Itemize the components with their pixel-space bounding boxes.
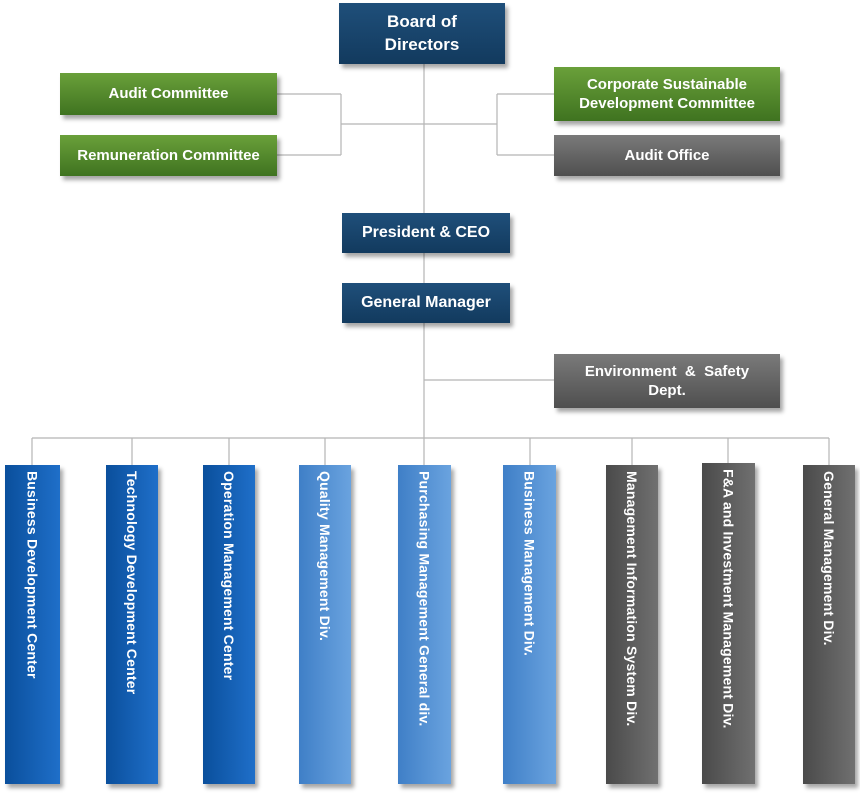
remuneration-committee-box: Remuneration Committee bbox=[60, 135, 277, 176]
division-box: F&A and Investment Management Div. bbox=[702, 463, 755, 784]
president-ceo-label: President & CEO bbox=[361, 223, 491, 241]
board-of-directors-box: Board of Directors bbox=[339, 3, 505, 64]
audit-office-box: Audit Office bbox=[554, 135, 780, 176]
audit-office-label: Audit Office bbox=[624, 146, 710, 164]
division-label: General Management Div. bbox=[821, 471, 837, 646]
division-box: General Management Div. bbox=[803, 465, 855, 784]
division-label: Technology Development Center bbox=[124, 471, 140, 695]
president-ceo-box: President & CEO bbox=[342, 213, 510, 253]
environment-safety-dept-label: Environment & Safety Dept. bbox=[584, 362, 754, 400]
general-manager-label: General Manager bbox=[361, 293, 491, 311]
division-label: Management Information System Div. bbox=[624, 471, 640, 727]
division-box: Quality Management Div. bbox=[299, 465, 351, 784]
remuneration-committee-label: Remuneration Committee bbox=[77, 146, 260, 164]
division-label: Purchasing Management General div. bbox=[416, 471, 433, 727]
general-manager-box: General Manager bbox=[342, 283, 510, 323]
audit-committee-box: Audit Committee bbox=[60, 73, 277, 115]
division-box: Operation Management Center bbox=[203, 465, 255, 784]
audit-committee-label: Audit Committee bbox=[108, 85, 229, 103]
division-label: Quality Management Div. bbox=[317, 471, 333, 642]
division-box: Management Information System Div. bbox=[606, 465, 658, 784]
division-box: Technology Development Center bbox=[106, 465, 158, 784]
sustainable-development-committee-box: Corporate Sustainable Development Commit… bbox=[554, 67, 780, 121]
division-label: Operation Management Center bbox=[221, 471, 237, 681]
division-label: Business Development Center bbox=[24, 471, 41, 679]
division-box: Business Management Div. bbox=[503, 465, 556, 784]
sustainable-development-committee-label: Corporate Sustainable Development Commit… bbox=[579, 75, 755, 113]
division-box: Purchasing Management General div. bbox=[398, 465, 451, 784]
division-box: Business Development Center bbox=[5, 465, 60, 784]
environment-safety-dept-box: Environment & Safety Dept. bbox=[554, 354, 780, 408]
board-label: Board of Directors bbox=[384, 12, 460, 54]
division-label: F&A and Investment Management Div. bbox=[720, 469, 737, 729]
division-label: Business Management Div. bbox=[521, 471, 538, 657]
